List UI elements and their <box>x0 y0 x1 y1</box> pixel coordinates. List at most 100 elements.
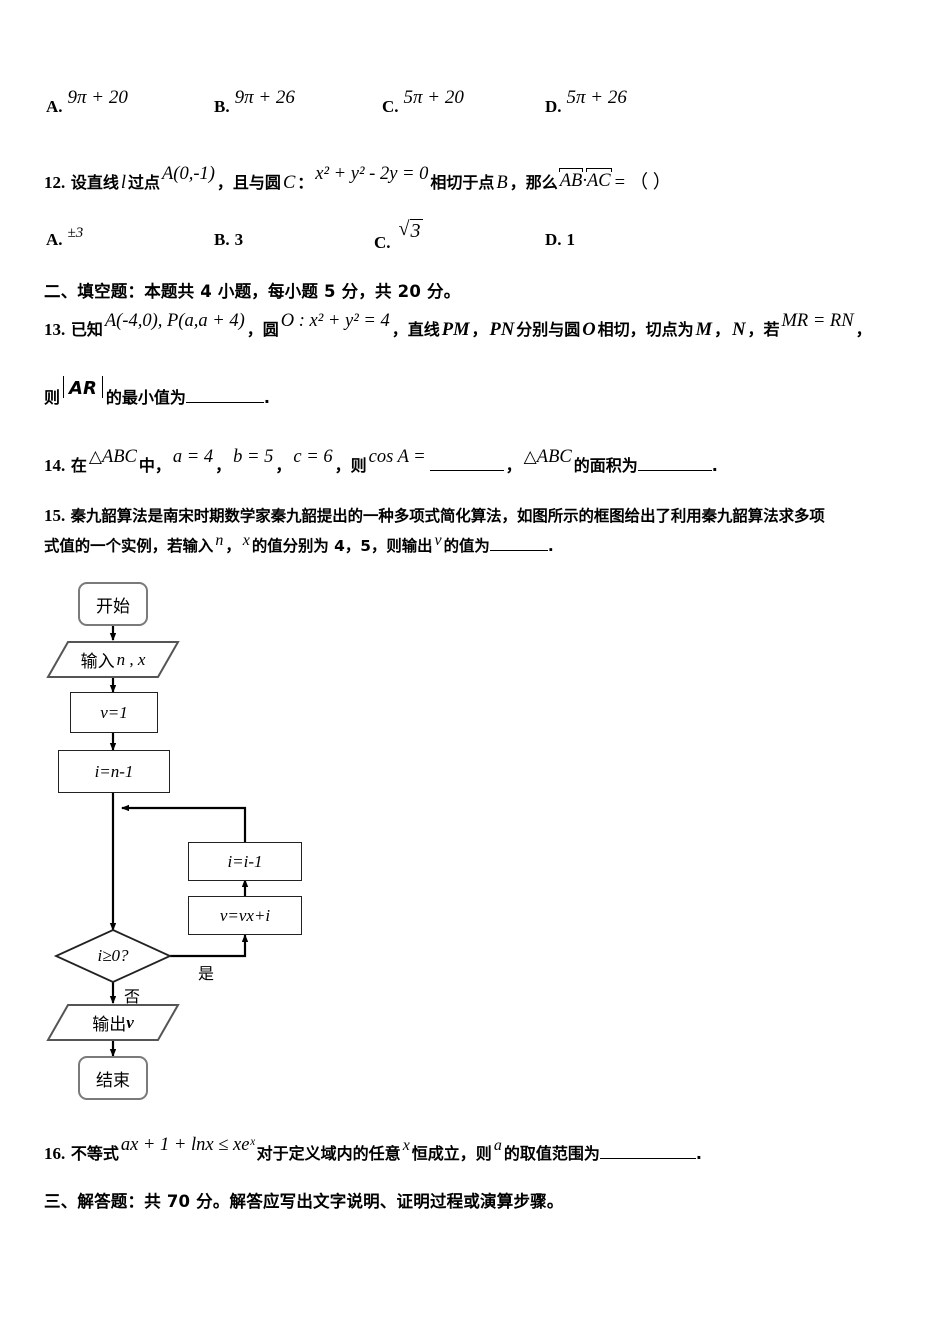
q15-line-2-text-c: 的值分别为 4，5，则输出 <box>251 537 433 555</box>
q13-line2-text-1: 则 <box>44 388 61 407</box>
q16-text-4: 的取值范围为 <box>503 1144 600 1163</box>
q13-condition-mr-rn: MR = RN <box>781 311 854 331</box>
q11-option-d: D.5π + 26 <box>545 87 627 118</box>
q15-line-2-text-a: 式值的一个实例，若输入 <box>44 537 214 555</box>
question-13-number: 13. <box>44 320 66 339</box>
q11-option-a: A.9π + 20 <box>46 87 128 118</box>
flowchart-output-label: 输出 <box>92 1015 127 1035</box>
flowchart-decision-shape <box>53 929 173 983</box>
q13-answer-blank[interactable] <box>185 387 264 403</box>
q15-line-1-text: 秦九韶算法是南宋时期数学家秦九韶提出的一种多项式简化算法，如图所示的框图给出了利… <box>70 507 825 525</box>
q14-cos-a: cos A = <box>368 447 426 467</box>
q11-option-b: B.9π + 26 <box>214 87 295 118</box>
flowchart-node-update-i: i=i-1 <box>188 842 302 881</box>
q15-var-n: n <box>215 532 224 549</box>
flowchart-node-end: 结束 <box>78 1056 148 1100</box>
q13-abs-ar: AR <box>62 376 104 399</box>
q15-var-v: v <box>434 532 442 549</box>
question-12-number: 12. <box>44 173 66 192</box>
flowchart-edge-label-no: 否 <box>124 987 141 1006</box>
q14-answer-blank-2[interactable] <box>637 455 712 471</box>
q14-triangle-abc-2: ABC <box>522 447 574 467</box>
q12-dot-operator: · <box>582 171 587 191</box>
flowchart-node-init-i: i=n-1 <box>58 750 170 793</box>
q15-answer-blank[interactable] <box>489 535 548 551</box>
q12-line-symbol: l <box>120 173 126 193</box>
q14-period: . <box>711 456 718 475</box>
q12-option-a-value: ±3 <box>67 225 84 241</box>
q12-text-4: ： <box>297 173 314 192</box>
q15-var-x: x <box>242 532 250 549</box>
q12-text-3: ，且与圆 <box>216 173 281 192</box>
flowchart-input-label: 输入 <box>80 652 115 672</box>
flowchart-init-i-label: i=n-1 <box>94 761 134 781</box>
q12-option-c-sqrt-icon: 3 <box>399 218 423 243</box>
q11-option-a-value: 9π + 20 <box>67 87 128 108</box>
q12-point-a: A(0,-1) <box>162 164 215 184</box>
flowchart-node-init-v: v=1 <box>70 692 158 733</box>
q16-var-x: x <box>402 1137 410 1154</box>
q16-text-1: 不等式 <box>70 1144 119 1163</box>
q13-text-4: ， <box>471 320 488 339</box>
q13-line-pn: PN <box>489 320 515 340</box>
q12-point-b: B <box>496 173 508 193</box>
flowchart-edge-label-yes: 是 <box>198 964 215 983</box>
q15-line-2-text-b: ， <box>225 537 241 555</box>
q16-answer-blank[interactable] <box>599 1143 696 1159</box>
q11-option-d-value: 5π + 26 <box>566 87 627 108</box>
q12-options-row: A.±3 B.3 C.3 D.1 <box>0 218 950 266</box>
q13-text-3: ，直线 <box>391 320 440 339</box>
q12-option-c-value: 3 <box>409 219 423 242</box>
q13-circle-o: O <box>582 320 596 340</box>
q11-option-c-label: C. <box>382 97 399 116</box>
q14-text-5: ，则 <box>334 456 367 475</box>
q12-option-b-label: B. <box>214 230 230 249</box>
q11-option-b-value: 9π + 26 <box>234 87 295 108</box>
q13-abs-ar-value: AR <box>69 378 97 399</box>
q11-options-row: A.9π + 20 B.9π + 26 C.5π + 20 D.5π + 26 <box>0 87 950 136</box>
flowchart-node-start: 开始 <box>78 582 148 626</box>
q14-text-3: ， <box>215 456 232 475</box>
question-15-number: 15. <box>44 506 66 525</box>
q12-circle-c: C <box>282 173 296 193</box>
q13-line2-period: . <box>263 388 270 407</box>
q12-option-a: A.±3 <box>46 225 83 250</box>
q16-var-a: a <box>493 1137 502 1154</box>
q11-option-c: C.5π + 20 <box>382 87 464 118</box>
flowchart-output-shape <box>46 1004 180 1041</box>
question-15-stem-line-1: 15. 秦九韶算法是南宋时期数学家秦九韶提出的一种多项式简化算法，如图所示的框图… <box>44 504 825 526</box>
flowchart-update-i-label: i=i-1 <box>227 851 263 871</box>
q12-option-b: B.3 <box>214 230 243 250</box>
q13-text-7: ， <box>714 320 731 339</box>
q12-option-d-value: 1 <box>566 230 576 249</box>
q14-answer-blank-1[interactable] <box>429 455 504 471</box>
q12-option-b-value: 3 <box>234 230 244 249</box>
flowchart-input-shape <box>46 641 180 678</box>
q11-option-c-value: 5π + 20 <box>403 87 464 108</box>
q13-text-9: ， <box>855 320 872 339</box>
section-3-title: 三、解答题：共 70 分。解答应写出文字说明、证明过程或演算步骤。 <box>44 1192 564 1211</box>
q12-option-d: D.1 <box>545 230 575 250</box>
q13-line2-text-2: 的最小值为 <box>105 388 186 407</box>
flowchart-start-label: 开始 <box>96 596 130 617</box>
question-13-stem-line-2: 则 AR 的最小值为. <box>44 376 270 408</box>
q13-text-6: 相切，切点为 <box>597 320 694 339</box>
q14-text-1: 在 <box>70 456 87 475</box>
q14-text-4: ， <box>275 456 292 475</box>
section-heading-solve: 三、解答题：共 70 分。解答应写出文字说明、证明过程或演算步骤。 <box>44 1188 564 1212</box>
q14-text-7: 的面积为 <box>573 456 638 475</box>
section-2-title: 二、填空题：本题共 4 小题，每小题 5 分，共 20 分。 <box>44 282 461 301</box>
q13-text-5: 分别与圆 <box>516 320 581 339</box>
q13-points-a-p: A(-4,0), P(a,a + 4) <box>104 311 245 331</box>
q12-option-a-label: A. <box>46 230 63 249</box>
q16-text-3: 恒成立，则 <box>411 1144 492 1163</box>
q13-line-pm: PM <box>441 320 470 340</box>
question-14-number: 14. <box>44 456 66 475</box>
q13-text-8: ，若 <box>747 320 780 339</box>
